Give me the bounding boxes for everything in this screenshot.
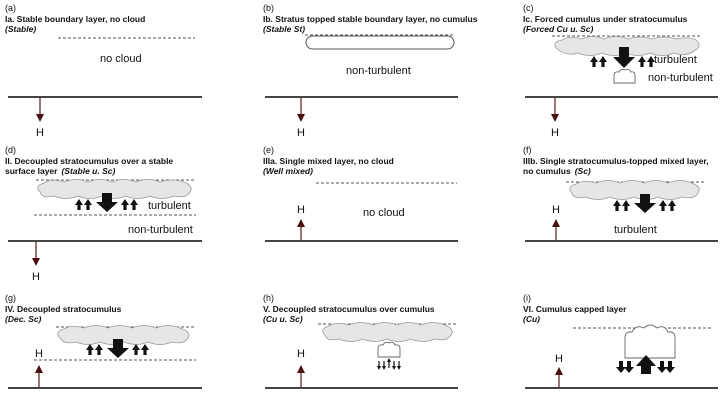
heat-flux-upward-arrow [35,365,43,387]
updraft-arrows-left [86,344,103,355]
updraft-arrows-right [638,56,655,67]
panel-b: (b) Ib. Stratus topped stable boundary l… [263,3,478,139]
panel-g: (g) IV. Decoupled stratocumulus (Dec. Sc… [5,293,202,389]
forced-cumulus [613,68,636,84]
panel-letter: (d) [5,145,16,155]
panel-subtitle: (Dec. Sc) [5,314,42,324]
panel-title-line2: no cumulus(Sc) [523,166,591,176]
cumulus-cloud [377,341,401,358]
panel-letter: (a) [5,3,16,13]
region-label: no cloud [100,53,142,65]
panel-title: Ib. Stratus topped stable boundary layer… [263,14,478,24]
panel-c: (c) Ic. Forced cumulus under stratocumul… [523,3,718,139]
stratocumulus-cloud [322,322,453,342]
panel-subtitle: (Stable St) [263,24,305,34]
panel-subtitle: (Stable) [5,24,36,34]
panel-title: IIIb. Single stratocumulus-topped mixed … [523,156,709,166]
heat-flux-downward-arrow [32,242,40,266]
panel-title: Ia. Stable boundary layer, no cloud [5,14,145,24]
heat-flux-label: H [32,271,40,283]
downdraft-arrow [634,194,656,213]
panel-title: IIIa. Single mixed layer, no cloud [263,156,394,166]
region-label: no cloud [363,207,405,219]
panel-subtitle: (Well mixed) [263,166,313,176]
panel-subtitle: (Cu u. Sc) [263,314,303,324]
cumulus-cloud [624,324,676,359]
panel-subtitle: (Cu) [523,314,540,324]
heat-flux-label: H [297,204,305,216]
heat-flux-upward-arrow [555,367,563,387]
updraft-arrows-right [659,200,676,211]
stratocumulus-cloud [37,179,192,199]
region-label-turbulent: turbulent [148,200,191,212]
cumulus-small-arrows [377,358,401,370]
heat-flux-label: H [552,204,560,216]
panel-e: (e) IIIa. Single mixed layer, no cloud (… [263,145,458,242]
heat-flux-upward-arrow [297,365,305,387]
heat-flux-downward-arrow [297,98,305,122]
updraft-arrows-right [121,199,138,210]
heat-flux-downward-arrow [551,98,559,122]
heat-flux-downward-arrow [36,98,44,122]
stratus-layer [305,35,455,50]
downdraft-arrow [613,47,635,68]
panel-h: (h) V. Decoupled stratocumulus over cumu… [263,293,458,389]
heat-flux-label: H [555,353,563,365]
region-label: non-turbulent [346,65,411,77]
heat-flux-label: H [297,127,305,139]
panel-title: Ic. Forced cumulus under stratocumulus [523,14,688,24]
panel-d: (d) II. Decoupled stratocumulus over a s… [5,145,202,283]
panel-letter: (e) [263,145,274,155]
panel-a: (a) Ia. Stable boundary layer, no cloud … [5,3,202,139]
panel-title-line2: surface layer(Stable u. Sc) [5,166,115,176]
region-label-turbulent: turbulent [654,54,697,66]
panel-letter: (h) [263,293,274,303]
heat-flux-label: H [36,127,44,139]
panel-letter: (i) [523,293,531,303]
heat-flux-label: H [551,127,559,139]
panel-f: (f) IIIb. Single stratocumulus-topped mi… [523,145,718,242]
downdraft-arrow [96,193,118,212]
updraft-arrows-left [75,199,92,210]
panel-letter: (g) [5,293,16,303]
cumulus-arrows [616,355,675,374]
region-label-turbulent: turbulent [614,224,657,236]
downdraft-arrow [107,339,129,358]
heat-flux-label: H [35,348,43,360]
region-label-non-turbulent: non-turbulent [128,224,193,236]
panel-subtitle: (Forced Cu u. Sc) [523,24,594,34]
panel-title: V. Decoupled stratocumulus over cumulus [263,304,435,314]
cumulus-updraft-arrow [636,355,656,374]
panel-letter: (f) [523,145,532,155]
panel-title: II. Decoupled stratocumulus over a stabl… [5,156,173,166]
panel-letter: (b) [263,3,274,13]
heat-flux-upward-arrow [297,219,305,240]
panel-letter: (c) [523,3,534,13]
updraft-arrows-left [590,56,607,67]
stratocumulus-cloud [554,36,700,56]
panel-title: VI. Cumulus capped layer [523,304,627,314]
heat-flux-label: H [297,348,305,360]
region-label-non-turbulent: non-turbulent [648,72,713,84]
heat-flux-upward-arrow [552,219,560,240]
panel-i: (i) VI. Cumulus capped layer (Cu) H [523,293,718,389]
updraft-arrows-left [613,200,630,211]
updraft-arrows-right [132,344,149,355]
panel-title: IV. Decoupled stratocumulus [5,304,122,314]
stratocumulus-cloud [569,180,700,200]
stratocumulus-cloud [57,325,190,345]
